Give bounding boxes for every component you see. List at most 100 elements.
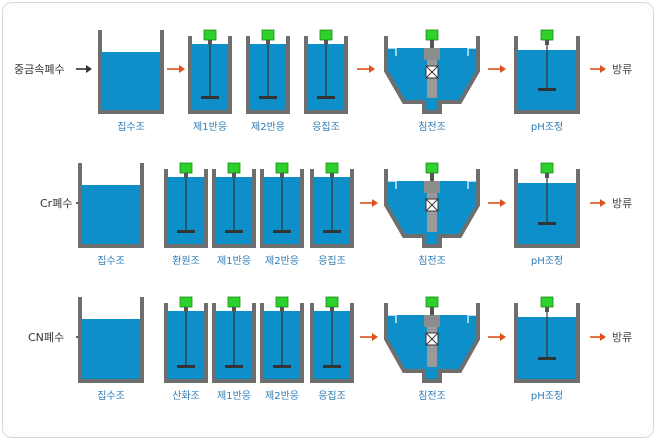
source-label: CN폐수 xyxy=(28,331,64,344)
unit-collect-0: 집수조 xyxy=(98,30,164,133)
unit-label: pH조정 xyxy=(531,255,563,267)
tank-wall xyxy=(384,169,480,248)
impeller-icon xyxy=(259,96,277,99)
unit-label: 산화조 xyxy=(172,390,200,402)
source-label: Cr폐수 xyxy=(40,197,72,210)
unit-label: 집수조 xyxy=(97,390,125,402)
unit-label: 제2반응 xyxy=(251,121,285,133)
unit-mixer-2: 제2반응 xyxy=(246,29,290,133)
motor-icon xyxy=(425,29,439,41)
motor-coupling xyxy=(430,40,434,48)
tank-wall xyxy=(514,169,580,248)
center-well xyxy=(424,48,440,60)
tank-wall xyxy=(78,163,144,248)
water xyxy=(102,52,160,110)
weir-right xyxy=(467,47,476,56)
unit-mixer-1: 제1반응 xyxy=(188,29,232,133)
flow-arrow-head xyxy=(179,65,185,73)
center-well xyxy=(424,181,440,193)
scraper-x-b xyxy=(425,332,439,346)
motor-coupling xyxy=(184,307,188,312)
weir-left xyxy=(388,180,397,189)
motor-icon xyxy=(275,162,289,174)
unit-collect-0: 집수조 xyxy=(78,163,144,267)
unit-mixer-3: 제2반응 xyxy=(260,296,304,402)
motor-coupling xyxy=(324,40,328,45)
motor-coupling xyxy=(280,173,284,178)
tank-wall xyxy=(310,169,354,248)
impeller-icon xyxy=(538,88,556,91)
center-well xyxy=(424,315,440,327)
tank-wall xyxy=(164,169,208,248)
flow-arrow-head xyxy=(500,333,506,341)
unit-label: 집수조 xyxy=(117,121,145,133)
tank-wall xyxy=(260,169,304,248)
output-label: 방류 xyxy=(612,63,632,76)
unit-collect-0: 집수조 xyxy=(78,297,144,402)
center-column xyxy=(427,193,437,232)
impeller-icon xyxy=(201,96,219,99)
unit-label: 제1반응 xyxy=(193,121,227,133)
motor-icon xyxy=(540,29,554,41)
unit-mixer-4: 응집조 xyxy=(310,162,354,267)
impeller-icon xyxy=(273,230,291,233)
motor-coupling xyxy=(545,307,549,312)
tank-wall xyxy=(164,303,208,383)
unit-label: 환원조 xyxy=(172,255,200,267)
motor-icon xyxy=(227,296,241,308)
tank-wall xyxy=(384,36,480,114)
unit-ph-6: pH조정 xyxy=(514,162,580,267)
flow-arrow-head xyxy=(372,333,378,341)
tank-wall xyxy=(514,36,580,114)
impeller-icon xyxy=(317,96,335,99)
tank-wall xyxy=(260,303,304,383)
unit-mixer-4: 응집조 xyxy=(310,296,354,402)
tank-wall xyxy=(188,36,232,114)
unit-label: 집수조 xyxy=(97,255,125,267)
motor-icon xyxy=(325,162,339,174)
output-label: 방류 xyxy=(612,197,632,210)
unit-mixer-1: 산화조 xyxy=(164,296,208,402)
motor-coupling xyxy=(232,307,236,312)
center-column xyxy=(427,327,437,367)
center-column xyxy=(427,60,437,98)
input-arrow-head xyxy=(86,65,92,73)
impeller-icon xyxy=(177,230,195,233)
motor-icon xyxy=(275,296,289,308)
motor-icon xyxy=(540,162,554,174)
impeller-icon xyxy=(273,365,291,368)
impeller-icon xyxy=(538,357,556,360)
impeller-icon xyxy=(538,222,556,225)
tank-wall xyxy=(310,303,354,383)
motor-icon xyxy=(425,162,439,174)
output-label: 방류 xyxy=(612,331,632,344)
motor-coupling xyxy=(430,307,434,315)
unit-settle-4: 침전조 xyxy=(384,29,480,133)
unit-mixer-3: 응집조 xyxy=(304,29,348,133)
impeller-icon xyxy=(177,365,195,368)
motor-icon xyxy=(325,296,339,308)
motor-icon xyxy=(540,296,554,308)
impeller-icon xyxy=(225,365,243,368)
flow-arrow-head xyxy=(500,199,506,207)
motor-coupling xyxy=(330,307,334,312)
motor-coupling xyxy=(184,173,188,178)
weir-left xyxy=(388,47,397,56)
unit-ph-6: pH조정 xyxy=(514,296,580,402)
unit-label: pH조정 xyxy=(531,390,563,402)
unit-label: 응집조 xyxy=(312,121,340,133)
flow-arrow-head xyxy=(500,65,506,73)
scraper-x-b xyxy=(425,198,439,212)
unit-label: 제2반응 xyxy=(265,390,299,402)
source-label: 중금속폐수 xyxy=(14,63,65,76)
unit-label: pH조정 xyxy=(531,121,563,133)
motor-icon xyxy=(227,162,241,174)
impeller-icon xyxy=(225,230,243,233)
impeller-icon xyxy=(323,365,341,368)
motor-icon xyxy=(179,162,193,174)
unit-label: 침전조 xyxy=(418,390,446,402)
